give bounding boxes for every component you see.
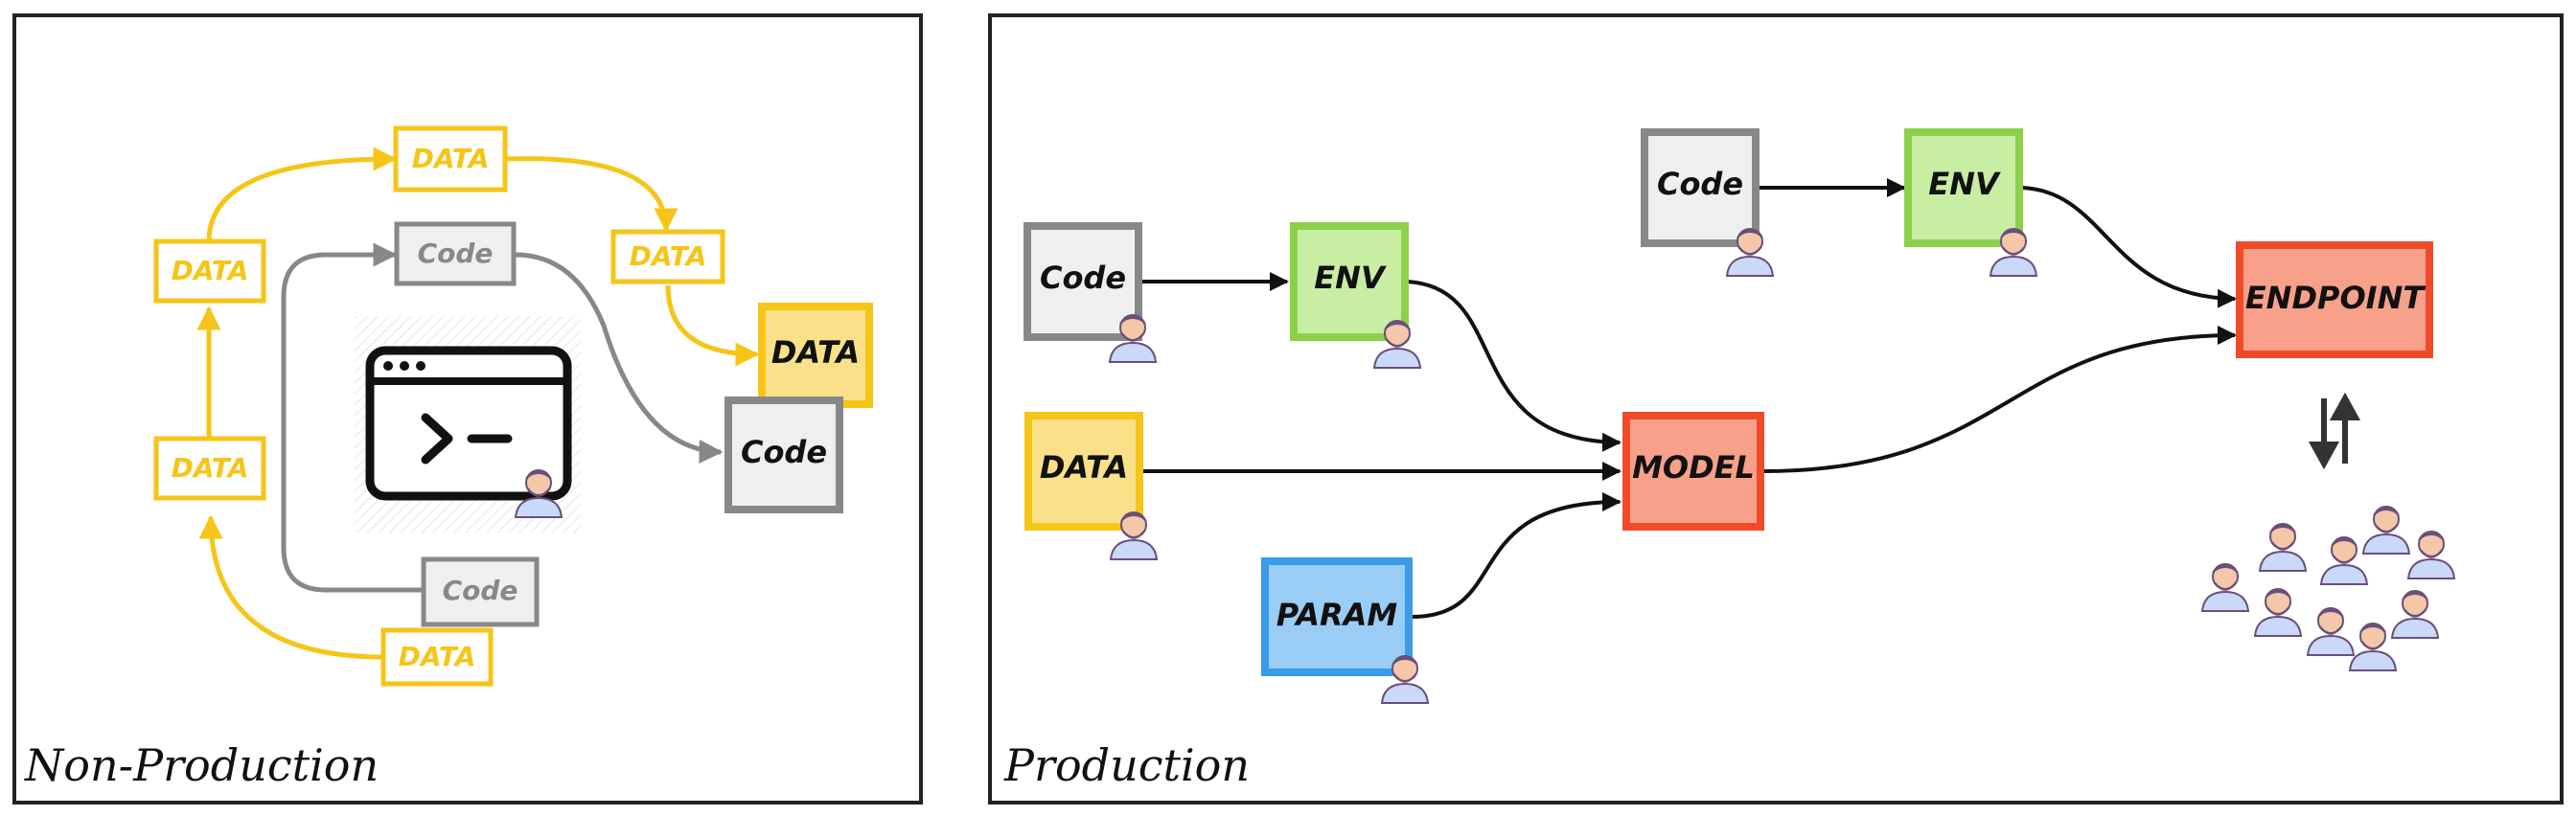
box-label: DATA xyxy=(412,143,490,174)
box-label: DATA xyxy=(771,334,860,371)
prod-box-code-top: Code xyxy=(1641,128,1774,277)
arrow-env-endpoint xyxy=(2021,186,2237,308)
box-label: DATA xyxy=(399,641,476,672)
non-production-panel xyxy=(12,13,923,805)
code-path-arrows xyxy=(281,242,724,593)
box-label: DATA xyxy=(172,255,249,286)
group-icon xyxy=(2201,506,2455,671)
arrow-param-model xyxy=(1411,492,1622,619)
box-code-top: Code xyxy=(394,221,517,286)
box-label: ENV xyxy=(1928,166,2001,202)
arrow-env-model xyxy=(1406,280,1622,452)
terminal-icon xyxy=(355,316,581,533)
loop-arrow-bottom xyxy=(198,514,384,660)
box-label: ENDPOINT xyxy=(2245,280,2426,316)
production-panel xyxy=(988,13,2564,805)
box-label: Code xyxy=(1657,166,1743,202)
box-data-right: DATA xyxy=(610,229,725,284)
box-label: DATA xyxy=(172,452,249,484)
box-data-left-upper: DATA xyxy=(153,238,266,304)
box-data-bottom: DATA xyxy=(380,627,494,687)
box-code-bottom: Code xyxy=(421,556,540,627)
non-production-title: Non-Production xyxy=(24,739,379,791)
box-data-main: DATA xyxy=(758,303,873,408)
box-label: Code xyxy=(418,238,494,269)
box-label: PARAM xyxy=(1276,597,1398,633)
prod-box-param: PARAM xyxy=(1261,557,1429,704)
box-label: MODEL xyxy=(1632,449,1755,486)
box-label: Code xyxy=(1040,260,1126,296)
production-title: Production xyxy=(1003,739,1250,791)
loop-arrow-left-upper xyxy=(206,147,398,242)
code-arrow-left xyxy=(281,242,422,593)
box-label: Code xyxy=(741,434,827,470)
loop-arrow-top xyxy=(505,156,678,233)
prod-box-endpoint: ENDPOINT xyxy=(2236,241,2433,358)
box-label: DATA xyxy=(1040,449,1128,486)
prod-box-data: DATA xyxy=(1024,412,1158,560)
box-code-main: Code xyxy=(724,397,843,513)
code-arrow-right xyxy=(515,252,724,464)
box-data-top: DATA xyxy=(393,125,508,193)
arrow-model-endpoint xyxy=(1762,326,2237,473)
swap-arrows-icon xyxy=(2308,392,2361,470)
prod-box-code-left: Code xyxy=(1024,222,1157,363)
box-data-left-lower: DATA xyxy=(153,436,266,501)
prod-box-env-top: ENV xyxy=(1904,128,2037,277)
box-label: DATA xyxy=(630,240,707,272)
data-loop-arrows xyxy=(196,147,760,660)
prod-box-env-left: ENV xyxy=(1290,222,1421,369)
loop-arrow-right xyxy=(665,284,760,367)
prod-box-model: MODEL xyxy=(1622,412,1764,531)
box-label: Code xyxy=(443,575,518,606)
box-label: ENV xyxy=(1314,260,1387,296)
production-arrows xyxy=(1140,178,2237,619)
